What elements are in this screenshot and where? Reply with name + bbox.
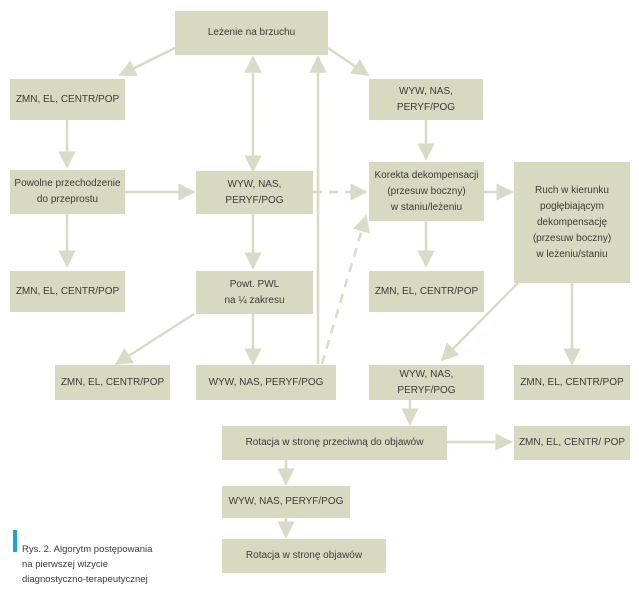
- node-label: Leżenie na brzuchu: [207, 27, 296, 38]
- caption-accent-bar: [13, 530, 17, 552]
- node-label: WYW, NAS, PERYF/POG: [225, 178, 284, 206]
- arrow-ruch-to-wyw-bottom-right: [440, 282, 519, 362]
- node-zmn-rotation-right: ZMN, EL, CENTR/ POP: [514, 426, 630, 460]
- node-rotacja-objawow: Rotacja w stronę objawów: [222, 539, 386, 573]
- figure-caption: Rys. 2. Algorytm postępowania na pierwsz…: [22, 544, 153, 585]
- node-label: ZMN, EL, CENTR/POP: [60, 376, 165, 388]
- arrow-wyw-bottom-center-to-korekta: [320, 214, 370, 365]
- node-label: WYW, NAS, PERYF/POG: [208, 376, 324, 388]
- node-label: Ruch w kierunku pogłębiającym dekompensa…: [532, 184, 612, 260]
- node-wyw-bottom-right: WYW, NAS, PERYF/POG: [369, 365, 484, 400]
- node-label: ZMN, EL, CENTR/POP: [15, 93, 120, 105]
- node-wyw-nas-peryf-pog-top-right: WYW, NAS, PERYF/POG: [369, 79, 483, 120]
- node-label: Rotacja w stronę przeciwną do objawów: [245, 437, 424, 448]
- node-wyw-nas-peryf-pog-center: WYW, NAS, PERYF/POG: [196, 171, 313, 214]
- arrow-lezenie-to-wyw-top-right: [327, 46, 370, 77]
- node-label: WYW, NAS, PERYF/POG: [396, 85, 456, 113]
- node-lezenie-na-brzuchu: Leżenie na brzuchu: [175, 11, 328, 55]
- node-zmn-mid-right: ZMN, EL, CENTR/POP: [369, 271, 484, 312]
- node-korekta-dekompensacji: Korekta dekompensacji (przesuw boczny) w…: [369, 162, 484, 221]
- node-zmn-bottom-left: ZMN, EL, CENTR/POP: [55, 365, 170, 400]
- node-ruch-w-kierunku: Ruch w kierunku pogłębiającym dekompensa…: [514, 162, 630, 283]
- node-rotacja-przeciwna: Rotacja w stronę przeciwną do objawów: [222, 426, 447, 460]
- node-label: ZMN, EL, CENTR/ POP: [518, 437, 626, 448]
- arrow-powt-pwl-to-zmn-bottom-left: [114, 312, 195, 366]
- node-label: Powolne przechodzenie do przeprostu: [14, 178, 121, 205]
- node-wyw-after-rotation: WYW, NAS, PERYF/POG: [222, 486, 350, 518]
- node-label: Korekta dekompensacji (przesuw boczny) w…: [374, 169, 479, 213]
- node-label: ZMN, EL, CENTR/POP: [374, 285, 479, 297]
- arrow-lezenie-to-zmn-top-left: [118, 46, 176, 77]
- node-label: WYW, NAS, PERYF/POG: [397, 368, 456, 396]
- node-label: WYW, NAS, PERYF/POG: [228, 496, 344, 507]
- node-powolne-przechodzenie: Powolne przechodzenie do przeprostu: [10, 170, 125, 214]
- node-label: ZMN, EL, CENTR/POP: [15, 285, 120, 297]
- node-zmn-bottom-right: ZMN, EL, CENTR/POP: [514, 365, 630, 400]
- node-powt-pwl: Powt. PWL na ¼ zakresu: [196, 271, 313, 314]
- node-zmn-top-left: ZMN, EL, CENTR/POP: [10, 79, 125, 120]
- node-label: Rotacja w stronę objawów: [245, 550, 363, 561]
- node-label: ZMN, EL, CENTR/POP: [520, 376, 624, 388]
- node-wyw-bottom-center: WYW, NAS, PERYF/POG: [196, 365, 336, 400]
- node-label: Powt. PWL na ¼ zakresu: [224, 278, 285, 306]
- node-zmn-mid-left: ZMN, EL, CENTR/POP: [10, 271, 125, 312]
